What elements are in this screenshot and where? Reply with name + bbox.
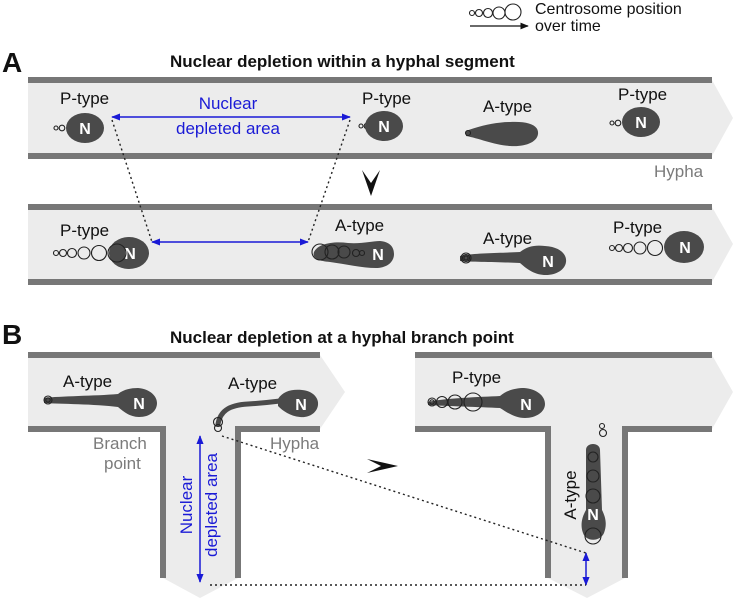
bottom-label-2: A-type: [335, 216, 384, 235]
top-label-2: P-type: [362, 89, 411, 108]
time-arrow-down: [362, 170, 380, 196]
nucleus-p-top-4: N: [609, 107, 660, 137]
connector-left: [111, 119, 153, 243]
panel-a-letter: A: [2, 47, 22, 78]
branch-depleted-label-1: Nuclear: [177, 475, 196, 534]
branch-hypha-left: [28, 352, 345, 598]
time-arrow-right: [367, 459, 398, 473]
nucleus-b-right-2: N: [581, 422, 608, 545]
panel-a-title: Nuclear depletion within a hyphal segmen…: [170, 52, 515, 71]
nucleus-p-top-1: N: [53, 113, 104, 143]
nucleus-b-right-1: N: [427, 388, 545, 418]
legend-line-1: Centrosome position: [535, 1, 682, 18]
connector-right: [307, 119, 351, 243]
svg-text:N: N: [378, 119, 390, 136]
depleted-area-label-1: Nuclear: [199, 94, 258, 113]
branch-label-1: Branch: [93, 434, 147, 453]
nucleus-p-bottom-4: N: [608, 231, 704, 263]
bottom-label-3: A-type: [483, 229, 532, 248]
centrosome-legend-icon: [468, 3, 522, 21]
panel-a-hypha-label: Hypha: [654, 162, 704, 181]
depleted-area-label-2: depleted area: [176, 119, 281, 138]
nucleus-a-bottom-2: N: [311, 241, 394, 268]
branch-label-2: point: [104, 454, 141, 473]
branch-hypha-right: [415, 352, 733, 598]
top-label-3: A-type: [483, 97, 532, 116]
svg-text:N: N: [520, 397, 532, 414]
svg-text:N: N: [124, 246, 136, 263]
nucleus-p-bottom-1: N: [52, 237, 149, 269]
svg-text:N: N: [133, 396, 145, 413]
svg-text:N: N: [635, 115, 647, 132]
bottom-label-1: P-type: [60, 221, 109, 240]
svg-text:N: N: [372, 247, 384, 264]
nucleus-b-left-2: N: [212, 389, 319, 433]
nucleus-p-top-2: N: [358, 111, 403, 141]
svg-text:N: N: [679, 240, 691, 257]
legend-line-2: over time: [535, 18, 601, 35]
top-label-4: P-type: [618, 85, 667, 104]
branch-connector-top: [221, 435, 587, 554]
bottom-label-4: P-type: [613, 218, 662, 237]
right-label-2: A-type: [561, 470, 580, 519]
right-label-1: P-type: [452, 368, 501, 387]
panel-b-letter: B: [2, 319, 22, 350]
nucleus-a-top: [464, 121, 539, 147]
top-label-1: P-type: [60, 89, 109, 108]
svg-text:N: N: [79, 121, 91, 138]
branch-depleted-label-2: depleted area: [202, 452, 221, 557]
svg-text:N: N: [542, 254, 554, 271]
panel-b-hypha-label: Hypha: [270, 434, 320, 453]
nucleus-a-bottom-3: N: [460, 245, 567, 275]
legend: Centrosome position over time: [468, 1, 682, 35]
left-label-1: A-type: [63, 372, 112, 391]
left-label-2: A-type: [228, 374, 277, 393]
nucleus-b-left-1: N: [43, 388, 157, 417]
panel-b-title: Nuclear depletion at a hyphal branch poi…: [170, 328, 514, 347]
svg-text:N: N: [587, 507, 599, 524]
svg-text:N: N: [295, 397, 307, 414]
